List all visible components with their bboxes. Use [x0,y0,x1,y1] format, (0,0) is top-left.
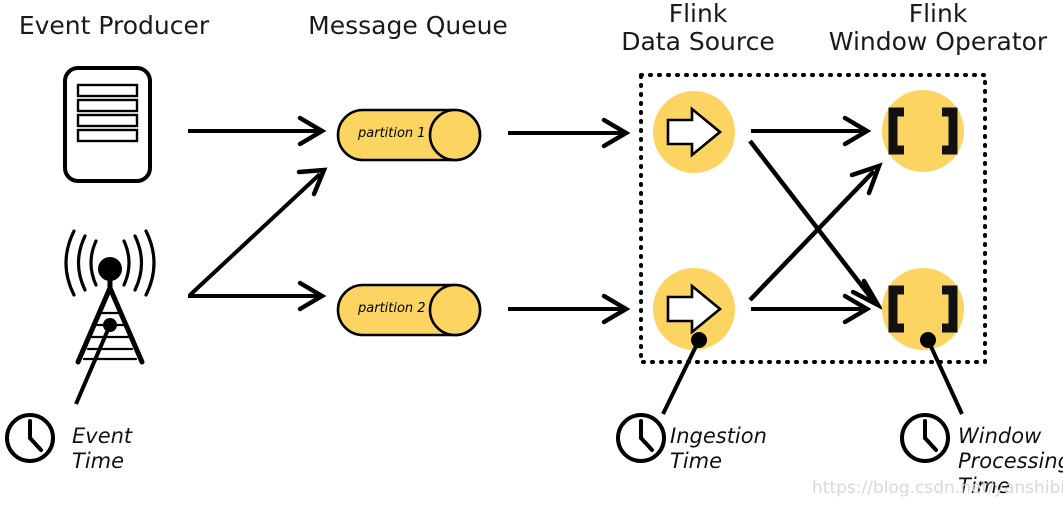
partition-2[interactable] [336,283,482,337]
arrow-sensor-to-partition1 [188,167,328,297]
block-arrow-right-icon [666,283,723,335]
arrow-sensor-to-partition2 [188,280,327,312]
column-title-flink-data-source: Flink Data Source [621,0,775,56]
window-processing-time-label: Window Processing Time [958,424,1063,498]
event-time-leader-line [74,324,112,405]
clock-icon-window-processing-time [900,413,950,463]
arrow-partition2-to-source2 [508,293,631,325]
server-icon [63,66,152,183]
arrow-source1-to-window2 [748,139,884,311]
arrow-source1-to-window1 [751,115,872,147]
partition-1[interactable] [336,108,482,162]
ingestion-time-leader-line [661,339,701,415]
brackets-icon [888,285,904,333]
flink-boundary-box [639,73,987,364]
event-time-label: Event Time [72,424,133,473]
clock-icon-ingestion-time [616,413,666,463]
source-2[interactable] [653,268,735,350]
radio-tower-top-node [98,257,122,281]
arrow-partition1-to-source1 [508,117,631,149]
arrow-server-to-partition1 [188,115,327,147]
window-2[interactable] [882,268,964,350]
brackets-icon [888,107,904,155]
column-title-message-queue: Message Queue [308,11,508,40]
block-arrow-right-icon [666,106,723,158]
arrow-source2-to-window1 [748,162,883,302]
partition-2-label: partition 2 [358,301,426,316]
clock-icon-event-time [5,413,55,463]
column-title-flink-window-operator: Flink Window Operator [828,0,1048,56]
column-title-event-producer: Event Producer [18,11,210,40]
partition-1-label: partition 1 [358,126,426,141]
source-1[interactable] [653,91,735,173]
window-1[interactable] [882,90,964,172]
window-processing-time-leader-line [926,339,964,415]
arrow-source2-to-window2 [751,293,872,325]
radio-tower-icon [64,229,156,365]
ingestion-time-label: Ingestion Time [670,424,767,473]
site-watermark: https://blog.csdn.net/yanshibiao [812,478,1063,498]
